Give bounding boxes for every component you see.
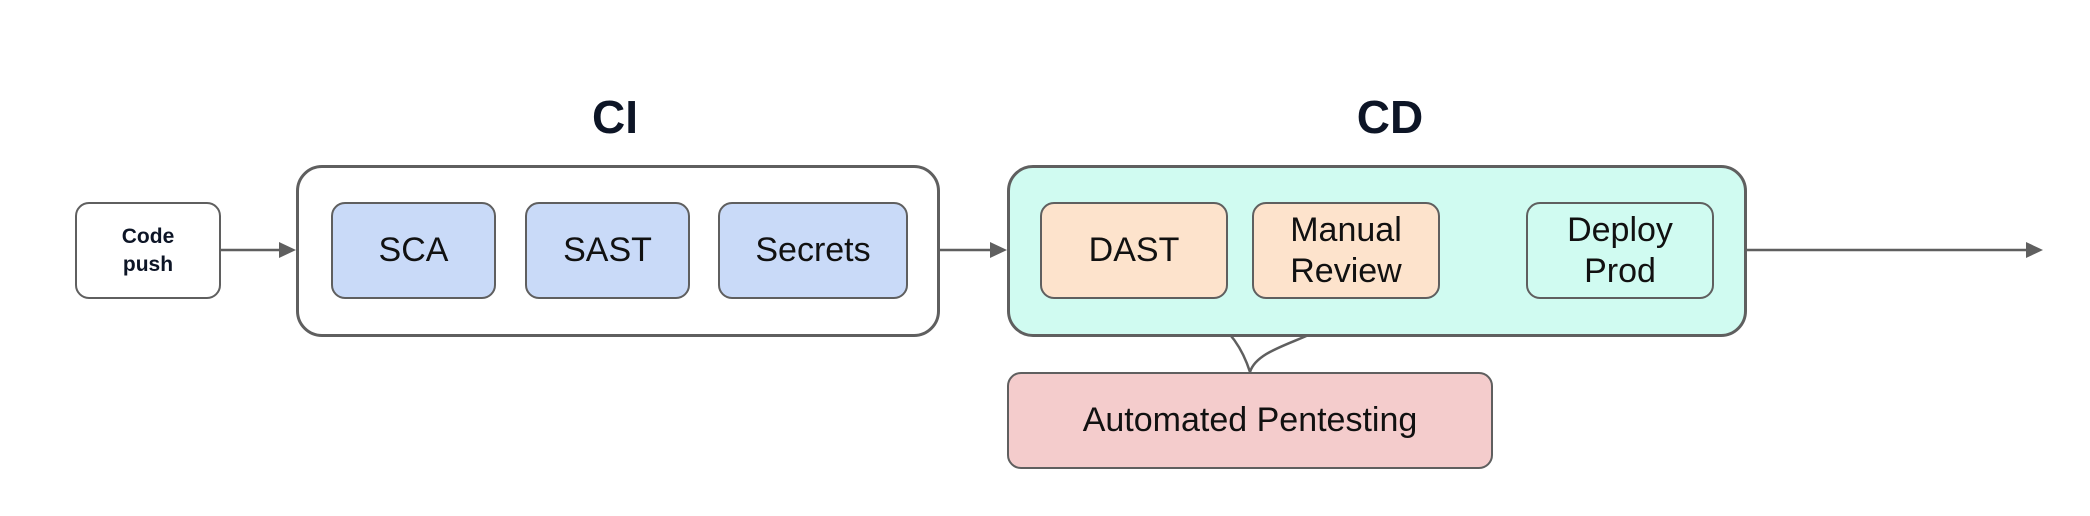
cd-stage-manual-review: Manual Review [1252, 202, 1440, 299]
cd-title: CD [1356, 91, 1424, 143]
cd-stage-dast: DAST [1040, 202, 1228, 299]
ci-stage-sca: SCA [331, 202, 496, 299]
ci-title: CI [592, 91, 638, 143]
ci-stage-label: SCA [378, 231, 449, 270]
cd-stage-label: DAST [1088, 231, 1180, 270]
ci-stage-secrets: Secrets [718, 202, 908, 299]
cd-stage-label: Manual Review [1290, 210, 1402, 290]
cd-stage-deploy-prod: Deploy Prod [1526, 202, 1714, 299]
ci-stage-sast: SAST [525, 202, 690, 299]
automated-pentesting-label: Automated Pentesting [1082, 401, 1418, 440]
ci-stage-label: SAST [563, 231, 652, 270]
code-push-label: Code push [121, 225, 175, 276]
cd-stage-label: Deploy Prod [1567, 210, 1673, 290]
code-push-node: Code push [75, 202, 221, 299]
automated-pentesting-node: Automated Pentesting [1007, 372, 1493, 469]
ci-stage-label: Secrets [755, 231, 871, 270]
